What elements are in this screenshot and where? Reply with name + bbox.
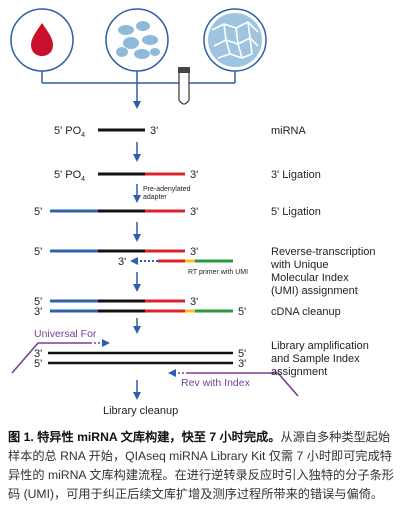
mirna-five-label: 5' PO4	[54, 125, 85, 139]
rt-left-three-label: 3'	[118, 256, 126, 268]
tissue-icon	[203, 8, 267, 72]
step-label-rt-3: Molecular Index	[271, 272, 349, 284]
merge-connector	[41, 71, 236, 109]
universal-primer-label: Universal For	[34, 328, 97, 340]
step-label-5-ligation: 5' Ligation	[271, 206, 321, 218]
adapter-note-2: adapter	[143, 194, 167, 201]
step-reverse-transcription: 5' 3' 3' RT primer with UMI Reverse-tran…	[34, 246, 376, 297]
step-3-ligation: 5' PO4 3' Pre-adenylated adapter 3' Liga…	[54, 169, 321, 201]
cdna-bot-five: 5'	[238, 306, 246, 318]
cdna-bot-three: 3'	[34, 306, 42, 318]
lig3-five-label: 5' PO4	[54, 169, 85, 183]
step-library-amplification: Universal For 3' 5' 5' 3' Rev with Index…	[11, 328, 369, 397]
amp-top-three: 3'	[34, 348, 42, 360]
step-label-amp-3: assignment	[271, 366, 327, 378]
step-label-amp-2: and Sample Index	[271, 353, 360, 365]
tube-icon	[178, 67, 190, 105]
amp-top-five: 5'	[238, 348, 246, 360]
caption-title: 图 1. 特异性 miRNA 文库构建，快至 7 小时完成。	[8, 430, 281, 444]
rev-primer-strand	[188, 372, 299, 397]
step-label-library-cleanup: Library cleanup	[103, 405, 178, 417]
rt-primer-label: RT primer with UMI	[188, 269, 248, 276]
step-5-ligation: 5' 3' 5' Ligation	[34, 206, 321, 218]
mirna-three-label: 3'	[150, 125, 158, 137]
step-label-mirna: miRNA	[271, 125, 306, 137]
rt-three-label: 3'	[190, 246, 198, 258]
step-label-3-ligation: 3' Ligation	[271, 169, 321, 181]
figure-caption: 图 1. 特异性 miRNA 文库构建，快至 7 小时完成。从源自多种类型起始样…	[8, 428, 394, 504]
rt-five-label: 5'	[34, 246, 42, 258]
library-prep-diagram: 5' PO4 3' miRNA 5' PO4 3' Pre-adenylated…	[10, 8, 376, 417]
step-label-rt-2: with Unique	[270, 259, 328, 271]
step-mirna: 5' PO4 3' miRNA	[54, 125, 306, 139]
caption-text: 从源自多种类型起始样本的总 RNA 开始，QIAseq miRNA Librar…	[8, 430, 394, 501]
step-label-rt-1: Reverse-transcription	[271, 246, 376, 258]
step-label-cdna: cDNA cleanup	[271, 306, 341, 318]
step-label-amp-1: Library amplification	[271, 340, 369, 352]
lig5-three-label: 3'	[190, 206, 198, 218]
step-label-rt-4: (UMI) assignment	[271, 285, 358, 297]
lig5-five-label: 5'	[34, 206, 42, 218]
rev-primer-label: Rev with Index	[181, 377, 251, 389]
amp-bot-three: 3'	[238, 358, 246, 370]
cdna-top-three: 3'	[190, 296, 198, 308]
cells-icon	[105, 8, 169, 72]
blood-drop-icon	[10, 8, 74, 72]
adapter-note-1: Pre-adenylated	[143, 186, 191, 193]
cdna-top-five: 5'	[34, 296, 42, 308]
lig3-three-label: 3'	[190, 169, 198, 181]
step-cdna-cleanup: 5' 3' 3' 5' cDNA cleanup	[34, 296, 341, 318]
universal-primer-strand	[11, 342, 90, 374]
amp-bot-five: 5'	[34, 358, 42, 370]
